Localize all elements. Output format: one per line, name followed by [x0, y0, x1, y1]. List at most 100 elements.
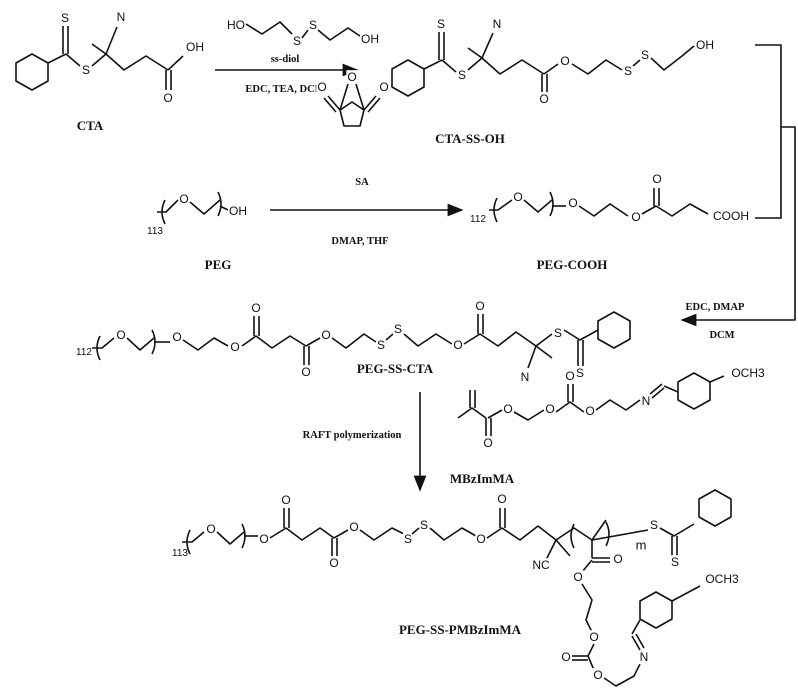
atom-s: S	[671, 555, 679, 569]
atom-o: O	[539, 92, 548, 106]
atom-cooh: COOH	[713, 209, 749, 223]
compound-label-peg: PEG	[205, 257, 232, 272]
benzene-ring	[639, 591, 673, 629]
cta-ss-oh-structure: S S N O O S S OH	[391, 17, 715, 107]
atom-oh: OH	[696, 38, 714, 52]
atom-s: S	[420, 518, 428, 532]
repeat-count-113: 113	[172, 548, 188, 559]
label-m: m	[636, 537, 647, 552]
atom-o: O	[545, 402, 554, 416]
atom-o: O	[349, 520, 358, 534]
atom-o: O	[613, 552, 622, 566]
reagent-conditions-1: EDC, TEA, DCM	[245, 84, 324, 95]
atom-o: O	[230, 340, 239, 354]
benzene-ring	[597, 311, 631, 349]
atom-o: O	[163, 91, 172, 105]
atom-ho: HO	[227, 18, 245, 32]
atom-och3: OCH3	[705, 572, 739, 586]
ss-diol-structure: HO S S OH	[226, 18, 380, 49]
atom-o: O	[568, 196, 577, 210]
compound-label-cta: CTA	[77, 118, 104, 133]
reagent-ss-diol: ss-diol	[271, 54, 300, 65]
atom-s: S	[377, 338, 385, 352]
combine-bracket	[755, 44, 782, 219]
atom-o: O	[476, 532, 485, 546]
peg-cooh-structure: 112 O O O O COOH	[470, 172, 750, 225]
atom-o: O	[172, 330, 181, 344]
atom-o: O	[585, 404, 594, 418]
atom-o: O	[251, 301, 260, 315]
reagent-sa: SA	[355, 177, 369, 188]
atom-o: O	[179, 192, 188, 206]
atom-s: S	[624, 64, 632, 78]
atom-n: N	[117, 10, 126, 24]
atom-s: S	[404, 532, 412, 546]
atom-n: N	[642, 394, 651, 408]
atom-o: O	[453, 338, 462, 352]
reagent-raft: RAFT polymerization	[303, 430, 402, 441]
succinic-anhydride-structure: O O O	[316, 70, 390, 127]
atom-s: S	[458, 68, 466, 82]
atom-s: S	[394, 322, 402, 336]
atom-o: O	[116, 328, 125, 342]
atom-oh: OH	[229, 204, 247, 218]
atom-oh: OH	[361, 32, 379, 46]
atom-s: S	[576, 366, 584, 380]
atom-o: O	[301, 365, 310, 379]
benzene-ring	[15, 53, 49, 91]
atom-oh: OH	[186, 40, 204, 54]
atom-o: O	[321, 328, 330, 342]
atom-o: O	[513, 190, 522, 204]
atom-o: O	[560, 54, 569, 68]
reagent-conditions-3a: EDC, DMAP	[686, 302, 745, 313]
atom-o: O	[573, 570, 582, 584]
atom-o: O	[497, 492, 506, 506]
atom-nc: NC	[532, 558, 550, 572]
product-structure: 113 O O O O O S S O O NC m S S	[172, 489, 740, 687]
atom-s: S	[650, 518, 658, 532]
atom-o: O	[475, 299, 484, 313]
benzene-ring	[698, 489, 732, 527]
atom-s: S	[82, 63, 90, 77]
atom-o: O	[347, 70, 356, 84]
compound-label-peg-cooh: PEG-COOH	[537, 257, 608, 272]
benzene-ring	[677, 372, 711, 410]
compound-label-peg-ss-cta: PEG-SS-CTA	[357, 361, 434, 376]
atom-o: O	[329, 556, 338, 570]
atom-o: O	[281, 493, 290, 507]
reagent-conditions-3b: DCM	[709, 330, 734, 341]
atom-o: O	[652, 172, 661, 186]
atom-o: O	[593, 668, 602, 682]
peg-structure: O OH 113	[147, 191, 248, 237]
mbzimma-structure: O O O O O N OCH3	[457, 366, 766, 451]
atom-s: S	[437, 17, 445, 31]
atom-och3: OCH3	[731, 366, 765, 380]
atom-n: N	[493, 17, 502, 31]
atom-o: O	[565, 369, 574, 383]
reaction-arrow-3	[680, 126, 796, 327]
atom-o: O	[206, 522, 215, 536]
atom-s: S	[293, 34, 301, 48]
atom-n: N	[640, 650, 649, 664]
atom-o: O	[503, 402, 512, 416]
atom-s: S	[641, 48, 649, 62]
repeat-count-112: 112	[470, 214, 486, 225]
atom-o: O	[561, 650, 570, 664]
atom-o: O	[483, 436, 492, 450]
compound-label-cta-ss-oh: CTA-SS-OH	[435, 131, 505, 146]
atom-s: S	[554, 326, 562, 340]
repeat-count-113: 113	[147, 226, 163, 237]
atom-o: O	[379, 80, 388, 94]
atom-o: O	[631, 210, 640, 224]
atom-o: O	[589, 630, 598, 644]
atom-s: S	[309, 18, 317, 32]
atom-o: O	[317, 80, 326, 94]
repeat-count-112: 112	[76, 347, 92, 358]
benzene-ring	[391, 59, 425, 97]
reagent-conditions-2: DMAP, THF	[331, 236, 388, 247]
peg-ss-cta-structure: 112 O O O O O O S S O O N S S	[76, 299, 631, 385]
atom-s: S	[61, 11, 69, 25]
cta-structure: S S N OH O	[15, 10, 205, 106]
atom-n: N	[521, 370, 530, 384]
